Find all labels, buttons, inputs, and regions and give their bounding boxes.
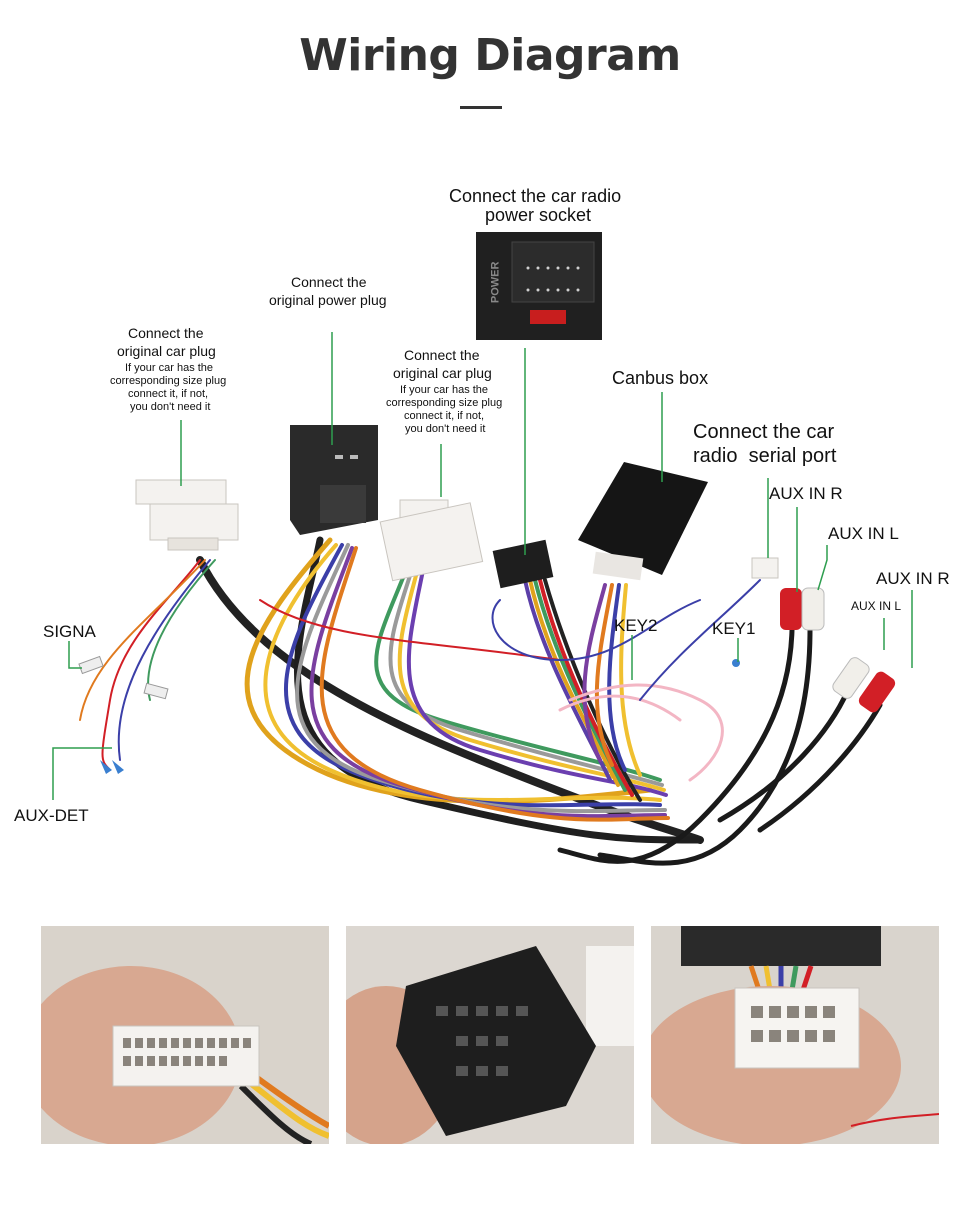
label-aux-in-r-right: AUX IN R — [876, 569, 950, 588]
label-aux-in-r-top: AUX IN R — [769, 484, 843, 503]
label-plug-mid-line1: Connect the — [404, 347, 480, 363]
power-socket-image — [476, 232, 602, 340]
label-aux-in-l-small: AUX IN L — [851, 599, 902, 613]
label-radio-power-socket-line2: power socket — [485, 205, 592, 225]
wire-bundle — [79, 536, 883, 866]
power-socket-rotated-label: POWER — [489, 261, 502, 304]
label-plug-left-line1: Connect the — [128, 325, 204, 341]
label-plug-left-note3: connect it, if not, — [128, 388, 209, 400]
label-plug-mid-note1: If your car has the — [400, 384, 489, 396]
page-title: Wiring Diagram — [299, 30, 681, 81]
label-key1: KEY1 — [712, 619, 756, 638]
label-plug-mid-note4: you don't need it — [405, 423, 486, 435]
label-power-plug-line2: original power plug — [269, 292, 387, 308]
label-canbus-box: Canbus box — [612, 368, 709, 388]
photo-white-connector-small — [651, 926, 939, 1144]
label-serial-port-line2: radio serial port — [693, 445, 837, 467]
label-plug-left-note4: you don't need it — [130, 401, 211, 413]
plug-left-white — [135, 479, 239, 551]
label-radio-power-socket-line1: Connect the car radio — [449, 186, 622, 206]
signa-tags — [78, 655, 740, 774]
small-black-connector — [492, 539, 554, 589]
label-plug-left-note1: If your car has the — [125, 362, 214, 374]
title-underline — [460, 106, 502, 109]
label-plug-left-note2: corresponding size plug — [110, 375, 227, 387]
canbus-box — [578, 462, 708, 581]
label-plug-mid-note3: connect it, if not, — [404, 410, 485, 422]
label-key2: KEY2 — [614, 616, 658, 635]
serial-port-connector — [751, 557, 779, 579]
power-plug-black — [290, 425, 378, 535]
leader-lines — [52, 332, 913, 800]
label-serial-port-line1: Connect the car — [693, 421, 835, 443]
label-aux-det: AUX-DET — [14, 806, 89, 825]
label-plug-mid-line2: original car plug — [393, 365, 492, 381]
label-aux-in-l-top: AUX IN L — [828, 524, 899, 543]
plug-mid-white — [379, 499, 484, 582]
label-plug-left-line2: original car plug — [117, 343, 216, 359]
label-signa: SIGNA — [43, 622, 96, 641]
photo-white-connector-front — [41, 926, 329, 1144]
label-plug-mid-note2: corresponding size plug — [386, 397, 503, 409]
label-power-plug-line1: Connect the — [291, 274, 367, 290]
rca-plugs — [780, 587, 896, 713]
photo-black-power-plug — [346, 926, 634, 1144]
wiring-diagram — [52, 232, 913, 866]
